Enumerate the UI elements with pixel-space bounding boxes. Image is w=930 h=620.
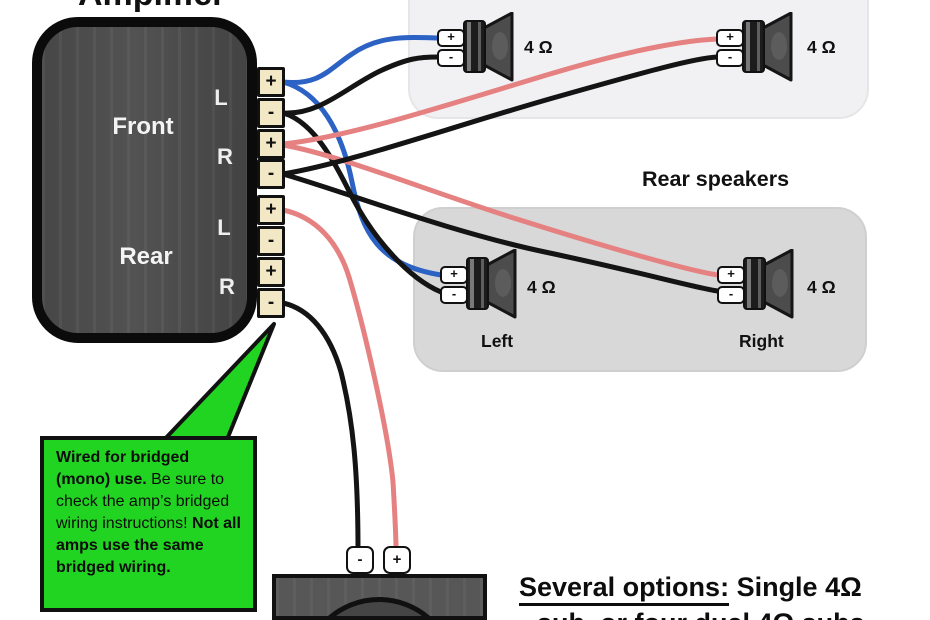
speaker-minus-terminal: -	[437, 49, 465, 67]
note-bold-tail: Not all amps use the same bridged wiring…	[56, 515, 241, 577]
speaker-plus-terminal: +	[437, 29, 465, 47]
speaker-cone-icon	[466, 249, 517, 319]
rear-left-impedance: 4 Ω	[527, 277, 556, 297]
note-bold-lead: Wired for bridged (mono) use.	[56, 449, 190, 489]
speaker-plus-terminal: +	[717, 266, 745, 284]
speaker-minus-terminal: -	[440, 286, 468, 304]
front-right-speaker: + -	[716, 12, 794, 82]
speaker-cone-icon	[743, 249, 794, 319]
terminal-rear-right-plus: +	[257, 257, 285, 287]
rear-right-caption: Right	[739, 331, 784, 351]
terminal-front-left-plus: +	[257, 67, 285, 97]
speaker-minus-terminal: -	[717, 286, 745, 304]
terminal-front-right-plus: +	[257, 129, 285, 159]
speaker-plus-terminal: +	[440, 266, 468, 284]
footer-caption-rest: Single 4Ω	[729, 572, 862, 602]
terminal-front-right-minus: -	[257, 159, 285, 189]
footer-caption-line1: Several options: Single 4Ω	[519, 572, 862, 606]
amp-rear-label: Rear	[119, 243, 173, 270]
rear-left-channel-label: L	[217, 215, 231, 240]
front-left-impedance: 4 Ω	[524, 37, 553, 57]
note-regular-middle: Be sure to check the amp’s bridged wirin…	[56, 471, 230, 533]
rear-right-speaker: + -	[717, 249, 795, 319]
speaker-cone-icon	[742, 12, 793, 82]
front-left-speaker: + -	[437, 12, 515, 82]
footer-caption-line2: sub, or four dual 4Ω subs	[537, 608, 865, 620]
front-right-impedance: 4 Ω	[807, 37, 836, 57]
amplifier-body	[32, 17, 257, 343]
terminal-rear-left-minus: -	[257, 226, 285, 256]
bridged-wiring-note: Wired for bridged (mono) use. Be sure to…	[40, 436, 257, 612]
subwoofer-surround-ring	[301, 597, 457, 616]
terminal-rear-right-minus: -	[257, 288, 285, 318]
amplifier-title: Amplifier	[78, 0, 225, 14]
rear-right-channel-label: R	[219, 274, 235, 299]
wire-rearL-plus-to-sub	[280, 207, 399, 553]
front-speakers-title: Front speakers	[652, 0, 806, 1]
subwoofer-body	[272, 574, 487, 620]
speaker-plus-terminal: +	[716, 29, 744, 47]
rear-left-speaker: + -	[440, 249, 518, 319]
terminal-front-left-minus: -	[257, 98, 285, 128]
front-right-channel-label: R	[217, 144, 233, 169]
rear-speakers-title: Rear speakers	[642, 167, 790, 191]
front-left-channel-label: L	[214, 85, 228, 110]
speaker-minus-terminal: -	[716, 49, 744, 67]
rear-right-impedance: 4 Ω	[807, 277, 836, 297]
footer-caption-lead: Several options:	[519, 572, 730, 606]
wire-rearR-minus-to-sub	[280, 300, 361, 553]
subwoofer-plus-terminal: +	[383, 546, 411, 574]
subwoofer-minus-terminal: -	[346, 546, 374, 574]
speaker-cone-icon	[463, 12, 514, 82]
rear-left-caption: Left	[481, 331, 514, 351]
amp-front-label: Front	[112, 113, 174, 140]
terminal-rear-left-plus: +	[257, 195, 285, 225]
